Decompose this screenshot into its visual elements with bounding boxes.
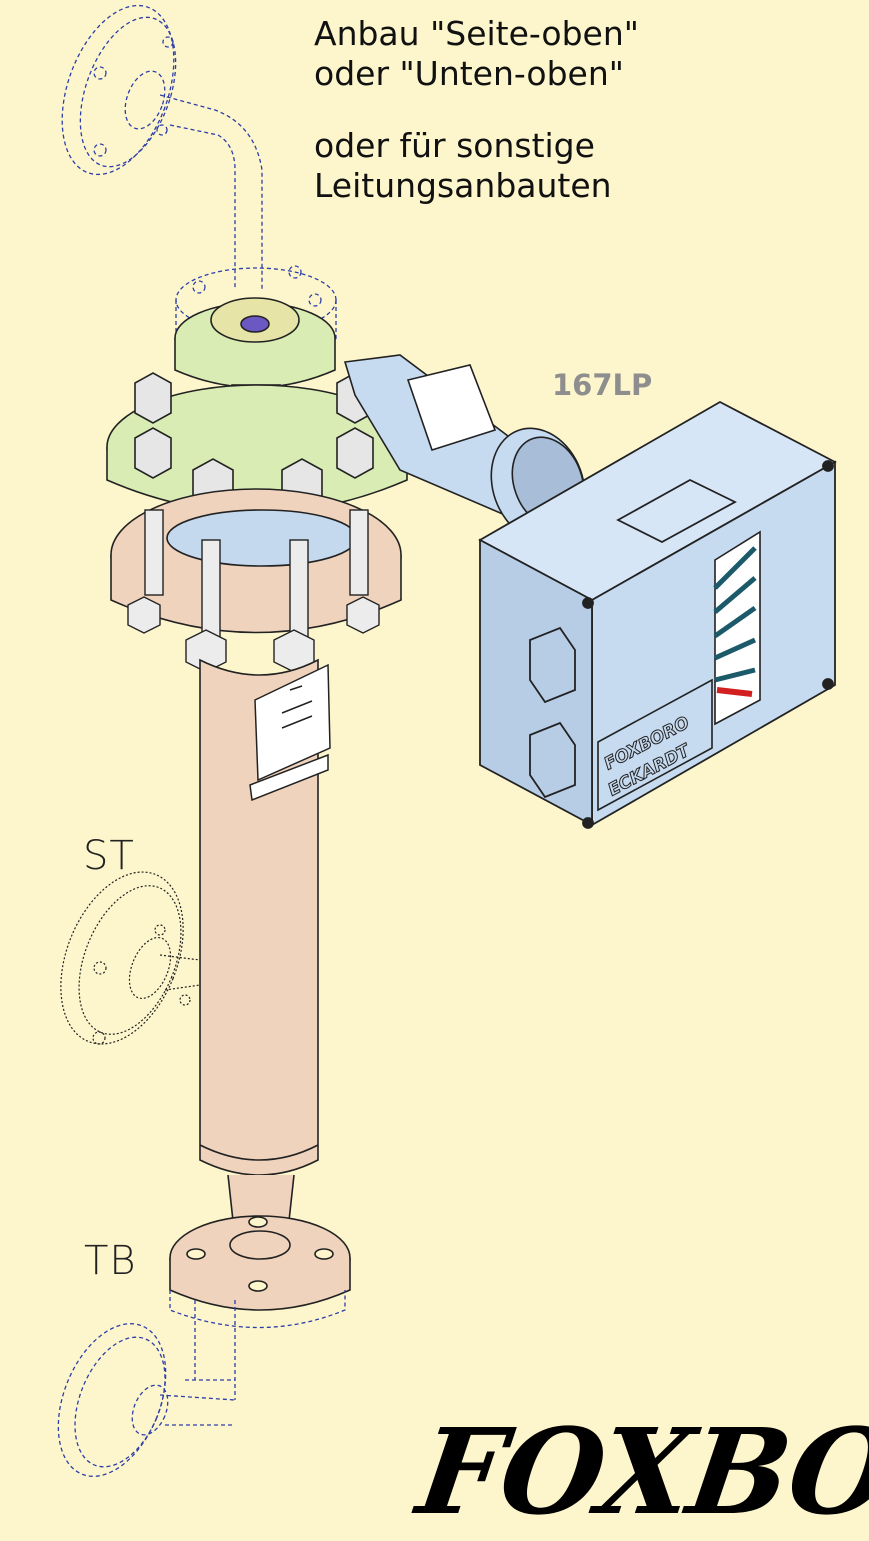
pressure-gauge-scale-icon	[713, 530, 761, 726]
mounting-bracket	[249, 663, 331, 802]
level-transmitter-drawing: FOXBORO ECKARDT	[57, 4, 837, 1477]
model-label: 167LP	[552, 368, 653, 402]
caption-line-3: oder für sonstige	[314, 126, 595, 165]
dashed-flange-side-icon	[60, 871, 201, 1045]
side-connection-label: ST	[83, 833, 135, 879]
caption-line-1: Anbau "Seite-oben"	[314, 14, 639, 53]
head-flange-assembly	[106, 297, 408, 514]
caption-line-4: Leitungsanbauten	[314, 166, 612, 205]
dashed-flange-top-icon	[61, 4, 337, 340]
displacer-tube	[169, 658, 351, 1311]
caption-block-1: Anbau "Seite-oben" oder "Unten-oben"	[314, 14, 639, 94]
dashed-flange-bottom-icon	[57, 1290, 346, 1477]
caption-line-2: oder "Unten-oben"	[314, 54, 624, 93]
flange-studs	[127, 509, 380, 673]
bottom-connection-label: TB	[84, 1238, 137, 1284]
caption-block-2: oder für sonstige Leitungsanbauten	[314, 126, 612, 206]
brand-logo: FOXBOR	[410, 1402, 869, 1541]
